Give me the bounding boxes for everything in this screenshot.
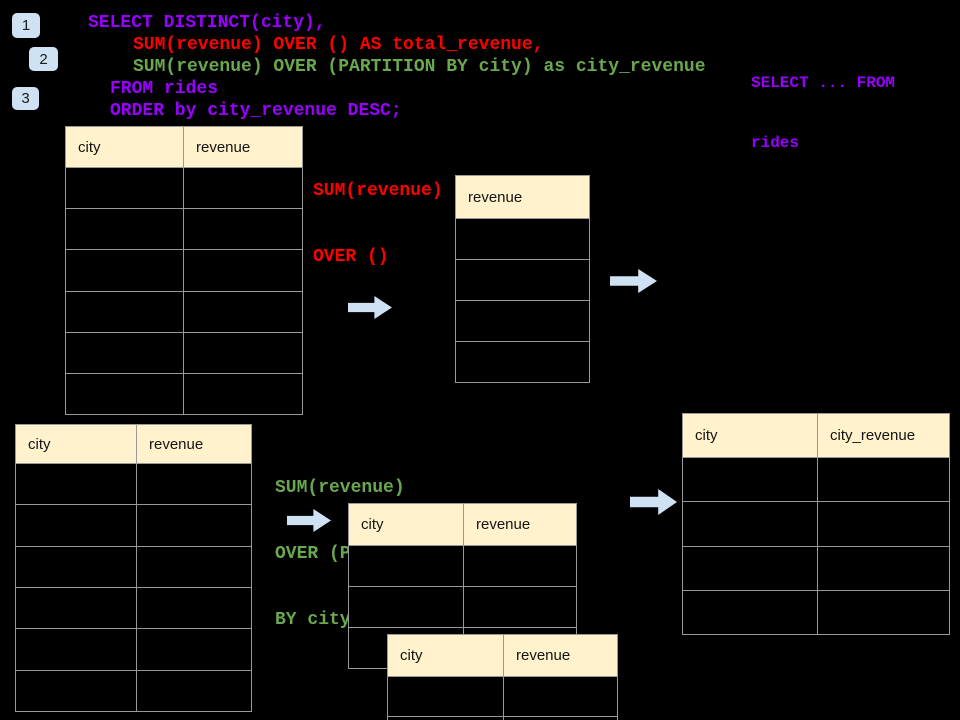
table-result: city city_revenue [682,413,950,635]
table-row [388,677,617,717]
sql-line-total-revenue: SUM(revenue) OVER () AS total_revenue, [133,35,544,55]
step-badge-3: 3 [12,87,39,110]
column-header-city-revenue: city_revenue [830,427,916,444]
annotation-total-line-1: SUM(revenue) [313,181,443,201]
column-header-revenue: revenue [468,188,523,206]
table-row [683,502,949,547]
table-row [66,332,302,374]
column-header-city: city [66,127,184,167]
table-row [456,219,589,260]
table-header-row: city revenue [16,425,251,464]
column-header-city: city [16,425,137,463]
table-row [16,546,251,588]
table-source-bottom: city revenue [15,424,252,712]
step-badge-2: 2 [29,47,58,71]
table-row [456,260,589,301]
table-row [683,590,949,634]
table-row [16,629,251,671]
column-header-city: city [349,504,464,545]
column-header-city: city [388,635,504,676]
table-row [16,464,251,506]
table-row [66,250,302,292]
annotation-partition-line-1: SUM(revenue) [275,478,405,498]
table-header-row: revenue [456,176,589,219]
right-arrow-icon [610,269,657,293]
sql-line-select: SELECT DISTINCT(city), [88,13,326,33]
annotation-total-line-2: OVER () [313,247,389,267]
table-row [683,546,949,591]
side-note-line-2: rides [751,134,800,152]
table-row [66,291,302,333]
table-header-row: city revenue [388,635,617,677]
table-row [66,209,302,251]
table-row [456,342,589,382]
sql-line-city-revenue: SUM(revenue) OVER (PARTITION BY city) as… [133,57,706,77]
table-row [388,716,617,720]
column-header-revenue: revenue [476,516,531,533]
column-header-revenue: revenue [149,435,204,453]
table-row [16,505,251,547]
column-header-revenue: revenue [516,647,571,664]
sql-line-from: FROM rides [110,79,219,99]
table-source-top: city revenue [65,126,303,415]
table-header-row: city revenue [66,127,302,168]
right-arrow-icon [630,489,677,515]
step-badge-1: 1 [12,13,40,38]
table-row [683,458,949,503]
table-header-row: city revenue [349,504,576,546]
table-revenue-only: revenue [455,175,590,383]
column-header-city: city [683,414,818,457]
table-row [349,587,576,628]
table-row [66,373,302,415]
sql-line-order-by: ORDER by city_revenue DESC; [110,101,402,121]
table-partition-front: city revenue [387,634,618,720]
side-note-line-1: SELECT ... FROM [751,74,896,92]
annotation-partition-line-3: BY city) [275,610,362,630]
table-row [66,168,302,210]
table-header-row: city city_revenue [683,414,949,458]
sql-side-note: SELECT ... FROM rides [751,33,895,193]
table-row [16,670,251,711]
table-row [456,301,589,342]
annotation-sum-over-total: SUM(revenue) OVER () [313,136,443,312]
column-header-revenue: revenue [196,138,251,156]
table-row [349,546,576,587]
table-row [16,587,251,630]
